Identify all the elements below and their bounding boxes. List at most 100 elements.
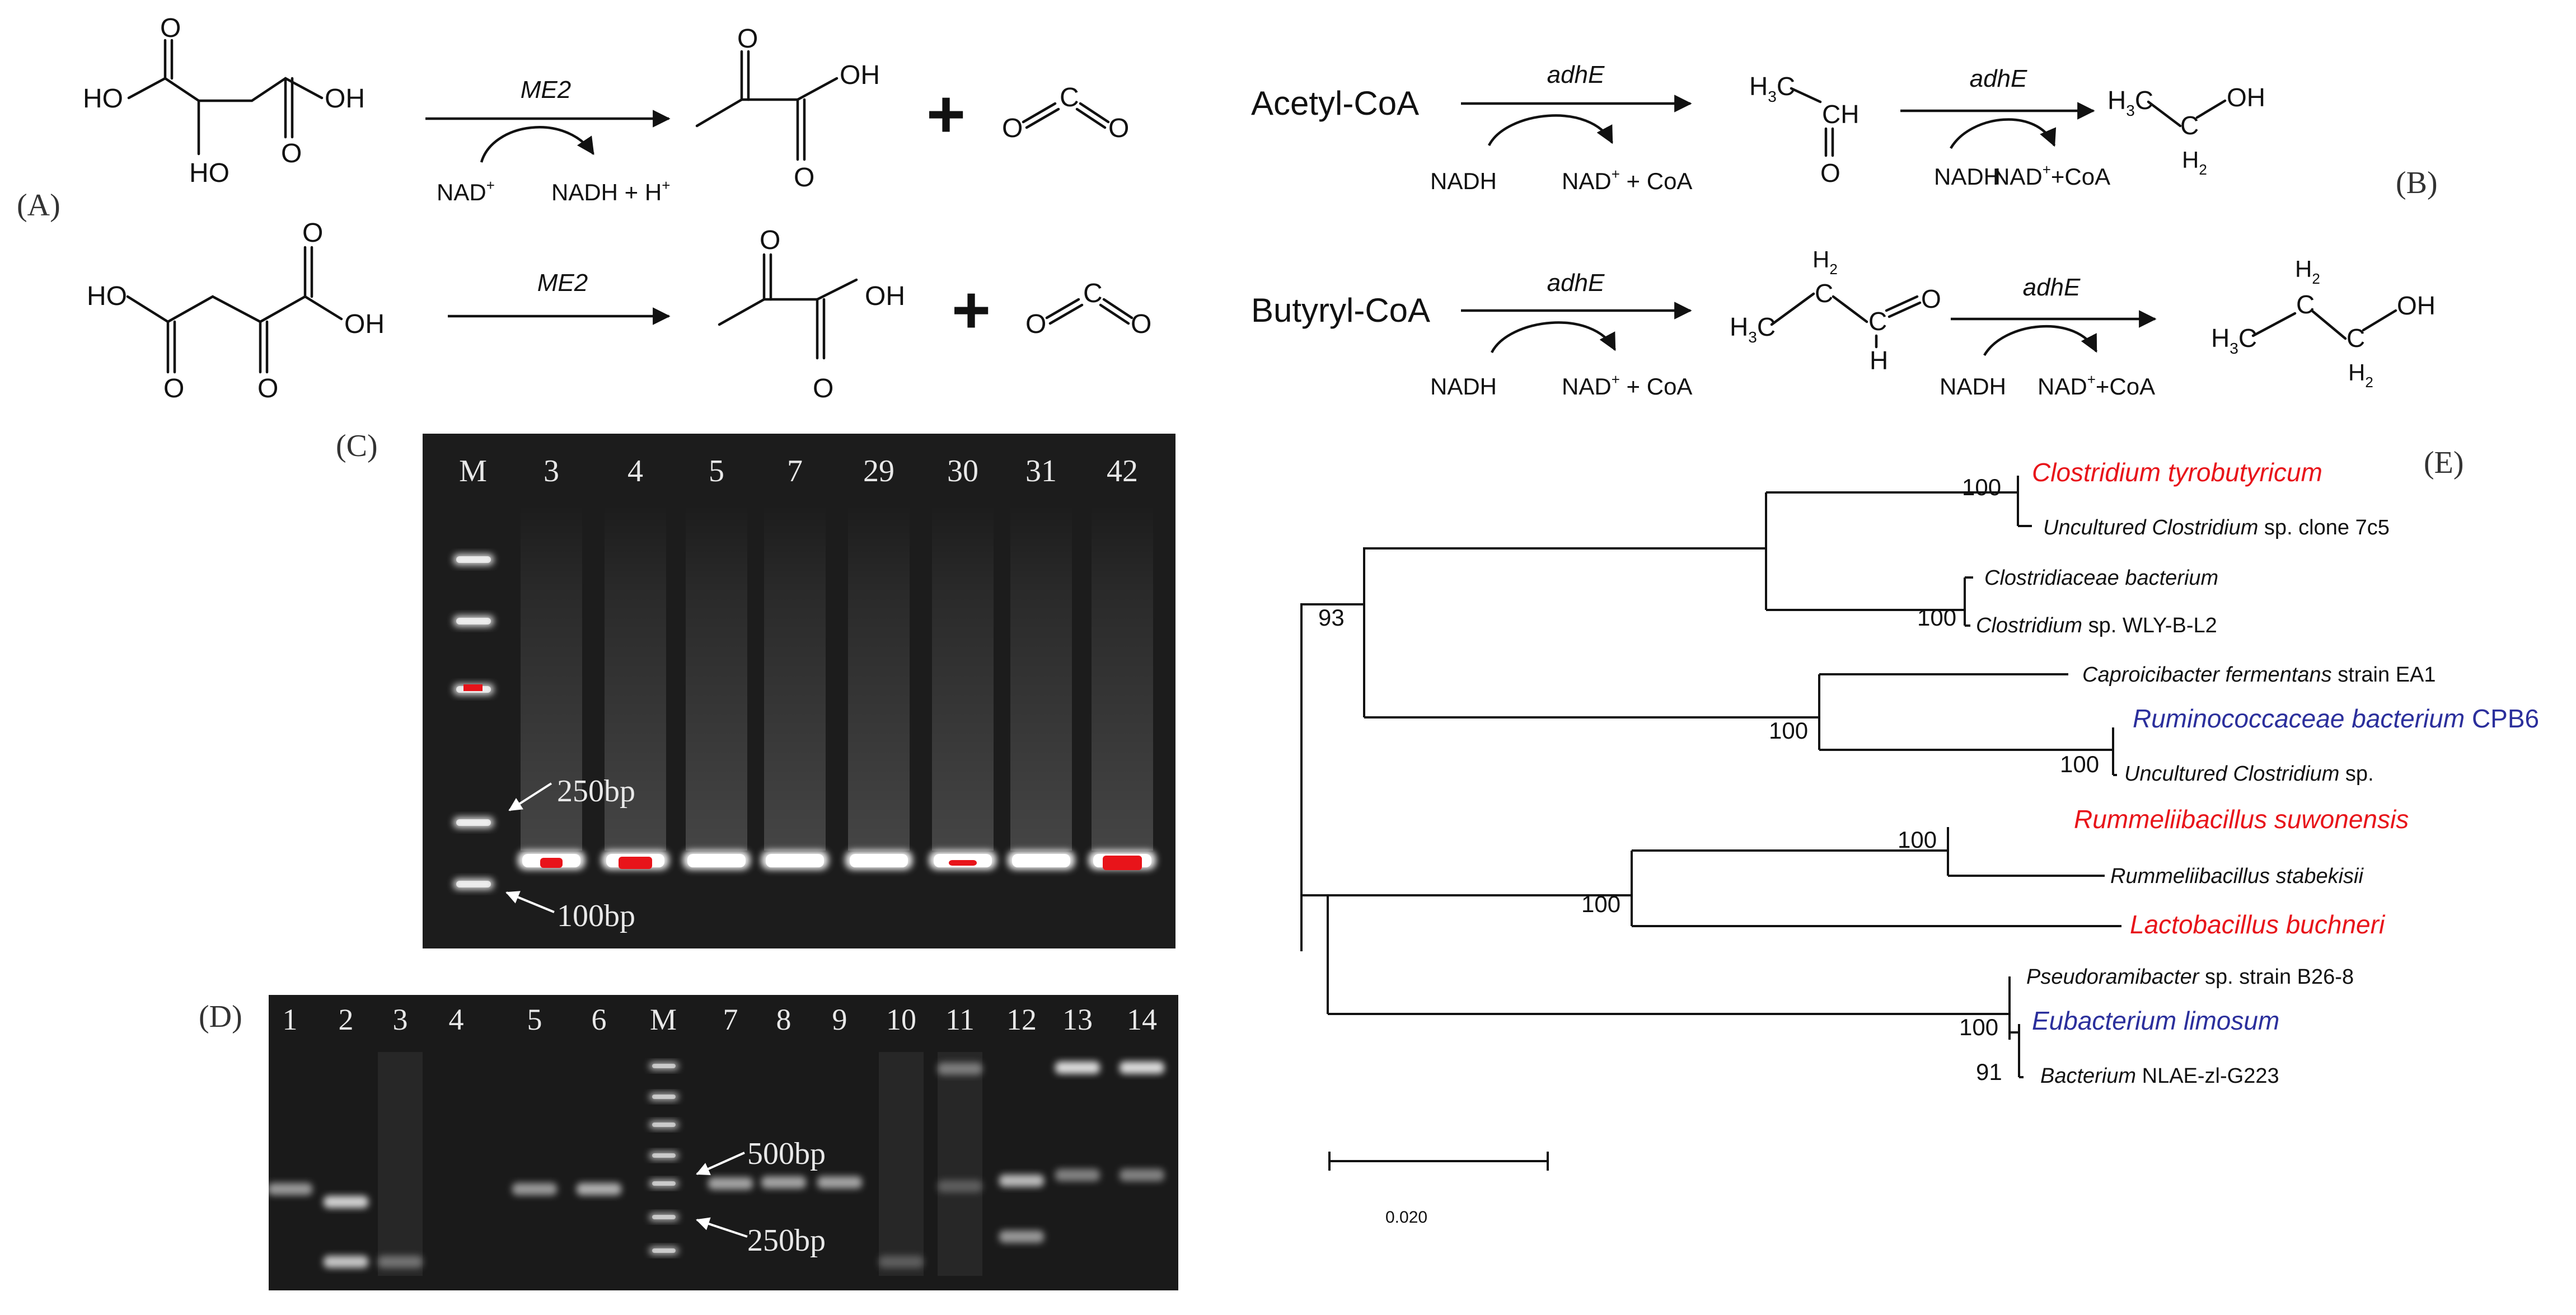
- gel-d-lane-label-2: 2: [339, 1003, 354, 1036]
- panel-e-label: (E): [2424, 445, 2464, 480]
- gel-d-band-12: [999, 1231, 1044, 1243]
- co2-molecule-2: O C O: [1025, 279, 1151, 339]
- taxon-label-11: Pseudoramibacter sp. strain B26-8: [2026, 965, 2354, 989]
- gel-c-smear-7: [764, 504, 826, 851]
- ethanol-molecule: H3C C OH H2: [2107, 83, 2265, 178]
- gel-c-smear-5: [686, 504, 747, 851]
- plus-sign-1: +: [926, 77, 966, 152]
- svg-text:NADH: NADH: [1934, 163, 2001, 190]
- gel-d-smear-11: [938, 1052, 982, 1276]
- panel-e: (E): [1300, 445, 2539, 1227]
- co2-molecule-1: O C O: [1002, 83, 1129, 143]
- svg-text:H3C: H3C: [1749, 72, 1795, 105]
- gel-c-band-core-7: [766, 854, 824, 867]
- arrow-250bp-c: [508, 782, 552, 811]
- scale-bar-label: 0.020: [1385, 1208, 1427, 1227]
- gel-c-lane-label-3: 4: [627, 454, 643, 489]
- gel-c-lane-label-5: 7: [787, 454, 803, 489]
- acetyl-coa-label: Acetyl-CoA: [1251, 84, 1419, 122]
- svg-text:100: 100: [1962, 474, 2001, 500]
- gel-d-band-11: [938, 1180, 982, 1192]
- gel-c-band-core-5: [687, 854, 746, 867]
- svg-text:H2: H2: [2295, 256, 2320, 287]
- gel-c-lane-label-6: 29: [863, 454, 894, 489]
- gel-d-lane-label-9: 8: [776, 1003, 791, 1036]
- gel-d-band-14: [1120, 1062, 1164, 1074]
- svg-text:adhE: adhE: [1970, 65, 2027, 92]
- svg-text:HO: HO: [189, 158, 230, 188]
- svg-text:NADH + H+: NADH + H+: [551, 177, 670, 205]
- svg-text:100: 100: [1769, 717, 1808, 744]
- pyruvate-molecule-1: O OH O: [695, 24, 880, 192]
- svg-text:O: O: [1002, 114, 1023, 143]
- svg-text:NAD+ + CoA: NAD+ + CoA: [1562, 166, 1692, 194]
- gel-d-lane-label-3: 3: [393, 1003, 408, 1036]
- gel-d-band-2: [324, 1196, 368, 1208]
- gel-d-band-2: [324, 1256, 368, 1268]
- gel-c-lane-label-8: 31: [1025, 454, 1057, 489]
- taxon-label-4: Clostridium sp. WLY-B-L2: [1976, 614, 2217, 637]
- taxon-label-12: Eubacterium limosum: [2032, 1006, 2279, 1035]
- svg-text:HO: HO: [83, 84, 123, 114]
- svg-text:O: O: [257, 374, 278, 403]
- svg-text:O: O: [760, 226, 780, 255]
- svg-text:NAD++CoA: NAD++CoA: [2038, 371, 2155, 400]
- gel-d-ladder-band-core: [652, 1181, 676, 1186]
- svg-text:NADH: NADH: [1430, 373, 1497, 400]
- malate-molecule: O HO HO OH O: [83, 13, 365, 188]
- gel-d-band-1: [268, 1183, 312, 1195]
- svg-text:O: O: [302, 218, 323, 248]
- gel-d-band-8: [761, 1176, 806, 1189]
- panel-a: (A) O HO HO OH O ME2 NAD+ NADH + H+ O: [17, 13, 1151, 403]
- gel-c-band-core-29: [850, 854, 908, 867]
- gel-c-smear-30: [932, 504, 994, 851]
- svg-text:OH: OH: [2397, 291, 2436, 320]
- gel-d-lane-label-5: 5: [527, 1003, 542, 1036]
- svg-text:H3C: H3C: [1730, 312, 1776, 346]
- taxon-label-6: Ruminococcaceae bacterium CPB6: [2133, 704, 2539, 733]
- gel-c-saturation-2: [949, 860, 977, 866]
- enzyme-me2-1: ME2: [521, 76, 571, 104]
- gel-c-lane-label-2: 3: [544, 454, 559, 489]
- gel-d-ladder-band-core: [652, 1248, 676, 1253]
- marker-label-100bp-c: 100bp: [557, 899, 635, 933]
- gel-d-lane-label-14: 13: [1062, 1003, 1093, 1036]
- gel-c-ladder-band-core: [456, 881, 491, 887]
- pyruvate-molecule-2: O OH O: [718, 226, 905, 403]
- marker-label-250bp-d: 250bp: [747, 1223, 826, 1258]
- svg-text:93: 93: [1318, 604, 1345, 631]
- oxaloacetate-molecule: HO O OH O O: [87, 218, 385, 403]
- gel-c-ladder-band-core: [456, 556, 491, 563]
- enzyme-me2-2: ME2: [537, 269, 588, 297]
- gel-d-band-3: [378, 1256, 423, 1268]
- svg-text:100: 100: [1959, 1014, 1998, 1040]
- svg-text:C: C: [2346, 323, 2365, 353]
- taxon-label-13: Bacterium NLAE-zl-G223: [2040, 1064, 2279, 1088]
- svg-text:100: 100: [1898, 826, 1937, 853]
- gel-c-smear-42: [1092, 504, 1153, 851]
- gel-d-ladder: [649, 1062, 678, 1255]
- gel-d-ladder-band-core: [652, 1095, 676, 1099]
- svg-text:H3C: H3C: [2107, 86, 2153, 119]
- butyryl-coa-label: Butyryl-CoA: [1251, 292, 1430, 329]
- phylogenetic-tree: [1300, 476, 2121, 1078]
- arrow-250bp-d: [696, 1217, 748, 1238]
- svg-text:O: O: [1921, 284, 1941, 313]
- gel-d-lane-label-15: 14: [1127, 1003, 1157, 1036]
- gel-c-saturation-1: [619, 857, 652, 869]
- gel-d-band-11: [938, 1063, 982, 1075]
- svg-text:O: O: [794, 163, 814, 192]
- svg-text:O: O: [1108, 114, 1129, 143]
- gel-c-smear-29: [848, 504, 910, 851]
- gel-d-band-12: [999, 1175, 1044, 1187]
- svg-text:O: O: [1025, 309, 1046, 339]
- svg-text:100: 100: [2060, 751, 2099, 777]
- svg-text:NAD+ + CoA: NAD+ + CoA: [1562, 371, 1692, 400]
- taxon-label-7: Uncultured Clostridium sp.: [2124, 762, 2374, 786]
- svg-text:O: O: [813, 374, 833, 403]
- marker-label-250bp-c: 250bp: [557, 774, 635, 809]
